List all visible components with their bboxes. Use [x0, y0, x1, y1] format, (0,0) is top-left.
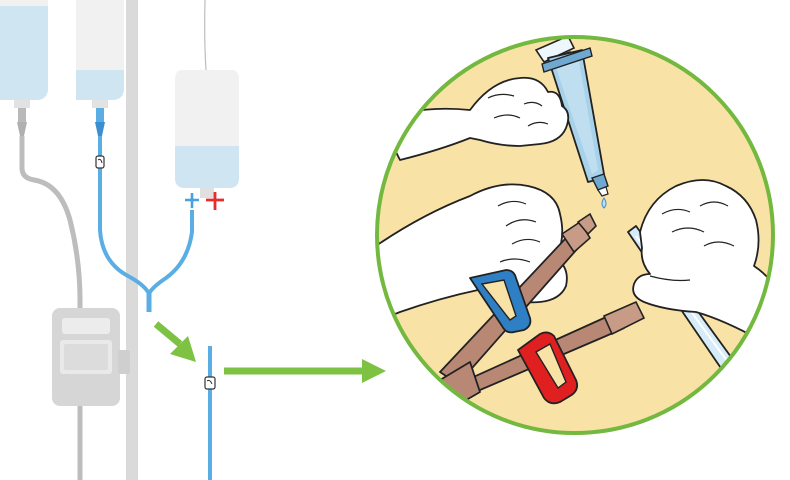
- infusion-pump: [52, 308, 130, 406]
- grey-tubing: [19, 136, 83, 480]
- magnified-view: [375, 35, 775, 435]
- green-arrow-right: [224, 359, 386, 383]
- iv-setup: [0, 0, 386, 480]
- glove-right: [632, 179, 773, 341]
- plus-icon: [185, 193, 199, 208]
- syringe: [534, 37, 609, 209]
- red-clamp: [517, 331, 579, 405]
- iv-bag-right: [175, 0, 239, 210]
- iv-bag-left: [0, 0, 48, 136]
- blue-tubing-left: [98, 136, 150, 294]
- glove-top: [379, 76, 570, 161]
- catheter-line: [204, 346, 216, 480]
- iv-pole: [126, 0, 138, 480]
- iv-bag-middle: [76, 0, 124, 136]
- green-arrow-diagonal: [153, 321, 196, 362]
- magnified-circle-border: [375, 35, 775, 435]
- roller-clamp: [95, 155, 105, 169]
- blue-clamp: [469, 269, 532, 334]
- plus-icon-red: [206, 192, 224, 210]
- blue-tubing-right: [148, 210, 194, 294]
